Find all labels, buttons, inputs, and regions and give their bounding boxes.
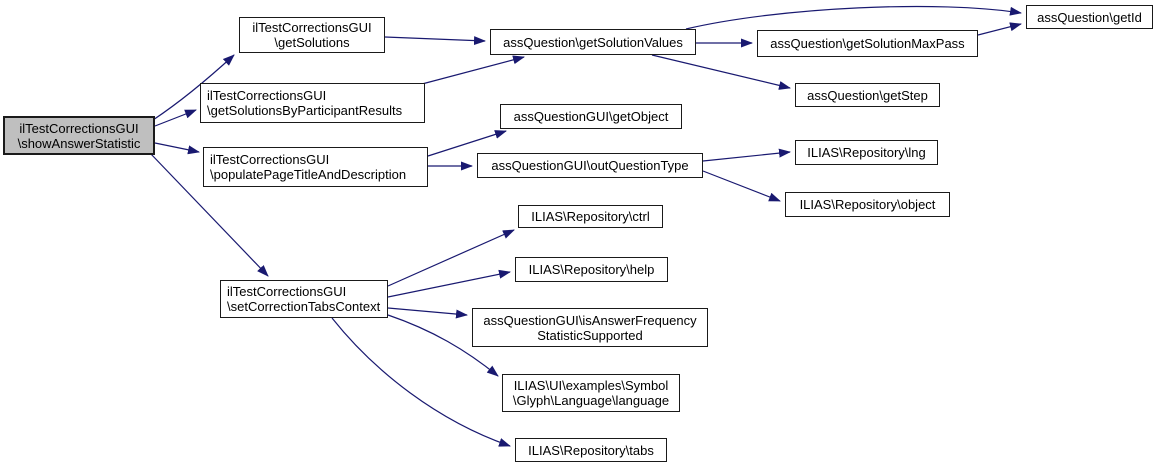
node-label-line: ILIAS\Repository\help [528, 262, 655, 277]
edge-outQuestionType-object [702, 170, 781, 202]
node-label-line: \setCorrectionTabsContext [227, 299, 381, 314]
node-getSolutionValues[interactable]: assQuestion\getSolutionValues [490, 29, 696, 55]
node-label-line: ILIAS\UI\examples\Symbol [513, 378, 669, 393]
edge-showAnswerStatistic-getSolutionsByParticipantResults [154, 109, 197, 127]
node-isAnswerFrequencyStatisticSupported[interactable]: assQuestionGUI\isAnswerFrequency Statist… [472, 308, 708, 347]
node-populatePageTitleAndDescription[interactable]: ilTestCorrectionsGUI \populatePageTitleA… [203, 147, 428, 187]
node-help[interactable]: ILIAS\Repository\help [515, 257, 668, 282]
node-showAnswerStatistic: ilTestCorrectionsGUI \showAnswerStatisti… [3, 116, 155, 155]
edge-getSolutionValues-getId [685, 5, 1022, 30]
node-label-line: \Glyph\Language\language [512, 393, 670, 408]
node-label-line: \populatePageTitleAndDescription [210, 167, 407, 182]
node-label-line: assQuestion\getId [1037, 9, 1142, 25]
node-tabs[interactable]: ILIAS\Repository\tabs [515, 438, 667, 462]
node-label-line: \getSolutionsByParticipantResults [207, 103, 403, 118]
node-label-line: assQuestion\getSolutionMaxPass [770, 36, 965, 51]
edge-showAnswerStatistic-populatePageTitleAndDescription [154, 142, 200, 155]
node-getId[interactable]: assQuestion\getId [1026, 5, 1153, 29]
node-getSolutions[interactable]: ilTestCorrectionsGUI \getSolutions [239, 17, 385, 53]
node-label-line: ilTestCorrectionsGUI [19, 120, 139, 136]
edge-setCorrectionTabsContext-ctrl [387, 229, 515, 287]
node-setCorrectionTabsContext[interactable]: ilTestCorrectionsGUI \setCorrectionTabsC… [220, 280, 388, 318]
node-getStep[interactable]: assQuestion\getStep [795, 83, 940, 107]
node-label-line: ILIAS\Repository\object [799, 197, 936, 212]
node-label-line: ilTestCorrectionsGUI [210, 152, 330, 167]
node-outQuestionType[interactable]: assQuestionGUI\outQuestionType [477, 153, 703, 178]
edge-getSolutions-getSolutionValues [384, 36, 486, 46]
edge-outQuestionType-lng [702, 148, 791, 162]
node-ctrl[interactable]: ILIAS\Repository\ctrl [518, 205, 663, 228]
node-label-line: assQuestionGUI\isAnswerFrequency [483, 312, 697, 328]
node-language[interactable]: ILIAS\UI\examples\Symbol \Glyph\Language… [502, 374, 680, 412]
node-label-line: assQuestionGUI\getObject [513, 109, 669, 124]
node-label-line: ILIAS\Repository\tabs [528, 442, 654, 458]
node-label-line: ilTestCorrectionsGUI [227, 284, 347, 299]
node-label-line: ilTestCorrectionsGUI [252, 20, 372, 35]
node-label-line: ilTestCorrectionsGUI [207, 88, 327, 103]
node-label-line: assQuestionGUI\outQuestionType [491, 158, 689, 173]
node-label-line: ILIAS\Repository\ctrl [531, 209, 650, 224]
edge-getSolutionValues-getStep [651, 54, 791, 90]
edge-setCorrectionTabsContext-help [387, 269, 511, 298]
node-lng[interactable]: ILIAS\Repository\lng [795, 140, 938, 165]
node-label-line: assQuestion\getStep [807, 87, 928, 103]
edge-setCorrectionTabsContext-isAnswerFrequencyStatisticSupported [387, 307, 468, 319]
edge-getSolutionMaxPass-getId [977, 22, 1022, 36]
node-object[interactable]: ILIAS\Repository\object [785, 192, 950, 217]
node-label-line: ILIAS\Repository\lng [807, 145, 926, 160]
node-getSolutionMaxPass[interactable]: assQuestion\getSolutionMaxPass [757, 30, 978, 57]
node-label-line: \getSolutions [274, 35, 350, 50]
node-getObject[interactable]: assQuestionGUI\getObject [500, 104, 682, 129]
node-label-line: StatisticSupported [537, 327, 643, 343]
node-label-line: assQuestion\getSolutionValues [503, 34, 683, 50]
node-label-line: \showAnswerStatistic [17, 135, 141, 151]
edge-getSolutionsByParticipantResults-getSolutionValues [421, 55, 525, 85]
node-getSolutionsByParticipantResults[interactable]: ilTestCorrectionsGUI \getSolutionsByPart… [200, 83, 425, 123]
